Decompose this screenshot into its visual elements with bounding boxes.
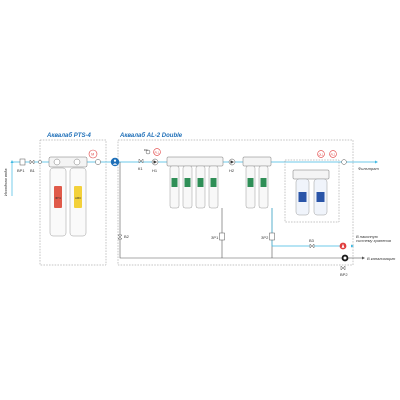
post-manifold [292, 169, 330, 180]
pts4-module-frame [39, 139, 107, 266]
pressure-switch-body [112, 163, 118, 165]
valve-bp1 [19, 158, 26, 166]
drain-label: В канализацию [367, 256, 395, 261]
valve-v3-label: В3 [309, 238, 315, 243]
post-filters [295, 178, 328, 216]
valve-zp1-label: ЗР1 [211, 235, 219, 240]
valve-v1-label: В1 [30, 168, 36, 173]
concentrate-loop [271, 208, 340, 247]
valve-zp2 [269, 232, 275, 241]
pump-n2-arrow [230, 160, 234, 164]
pressure-switch-icon [110, 157, 120, 167]
indicator-pl-inlet-label: PL1 [155, 151, 160, 154]
valve-zp1 [219, 232, 225, 241]
pts4-manifold-port-1 [53, 158, 61, 166]
tank-label-1: В накопную [356, 234, 378, 239]
valve-zp2-label: ЗР2 [261, 235, 269, 240]
al2-module-frame [117, 139, 354, 266]
inlet-label: Исходная вода [3, 168, 8, 196]
indicator-pl-inlet [153, 148, 161, 156]
tank-arrow [351, 244, 354, 248]
valve-v3 [309, 243, 315, 249]
permeate-label: Фильтрат [358, 166, 380, 171]
valve-k1 [138, 158, 144, 164]
tank-label-2: систему хранения [356, 238, 392, 243]
inlet-arrow [10, 160, 14, 163]
drain-arrow [362, 256, 365, 260]
inlet-fitting [38, 160, 42, 164]
cartridge-red [54, 186, 62, 208]
membrane-group-2 [245, 165, 269, 209]
cartridge-left1-label: ФП1 [55, 196, 61, 200]
gauge-m2-label: ФС [144, 149, 148, 152]
valve-v2-label: В2 [124, 234, 130, 239]
permeate-arrow [375, 160, 378, 164]
valve-v2 [117, 234, 123, 240]
pump-n2-label: Н2 [229, 168, 235, 173]
pts4-outlet-fitting [95, 159, 101, 165]
valve-bp2-label: ВР2 [340, 272, 348, 277]
al2-title: Аквалаб AL-2 Double [119, 132, 183, 139]
pts4-gauge-label: М [91, 153, 94, 157]
membrane-manifold-2 [242, 156, 272, 167]
indicator-pl2 [329, 150, 337, 158]
permeate-fitting [341, 159, 347, 165]
drain-main-pipe [119, 162, 345, 259]
gauge-m2 [145, 149, 151, 155]
pts4-manifold-port-2 [73, 158, 81, 166]
post-filter-frame [284, 159, 340, 223]
indicator-pl2-label: PL2 [331, 153, 336, 156]
drain-pump-core [343, 256, 347, 260]
pts4-gauge [88, 149, 98, 159]
cartridge-yellow [74, 186, 82, 208]
valve-k1-label: К1 [138, 166, 143, 171]
valve-bp1-label: ВР1 [17, 168, 25, 173]
cartridge-left2-label: АФС [75, 196, 82, 200]
pump-n1-arrow [153, 160, 157, 164]
membrane-group-1 [169, 165, 219, 209]
valve-v1 [29, 159, 35, 165]
indicator-pl1 [317, 150, 325, 158]
membrane-manifold-1 [166, 156, 224, 167]
indicator-pl1-label: QL1 [319, 153, 324, 156]
pump-n1-label: Н1 [152, 168, 158, 173]
pts4-title: Аквалаб PTS-4 [46, 132, 91, 139]
level-indicator-mark [341, 243, 345, 248]
pressure-switch-head [113, 159, 117, 162]
valve-bp2 [340, 265, 346, 271]
